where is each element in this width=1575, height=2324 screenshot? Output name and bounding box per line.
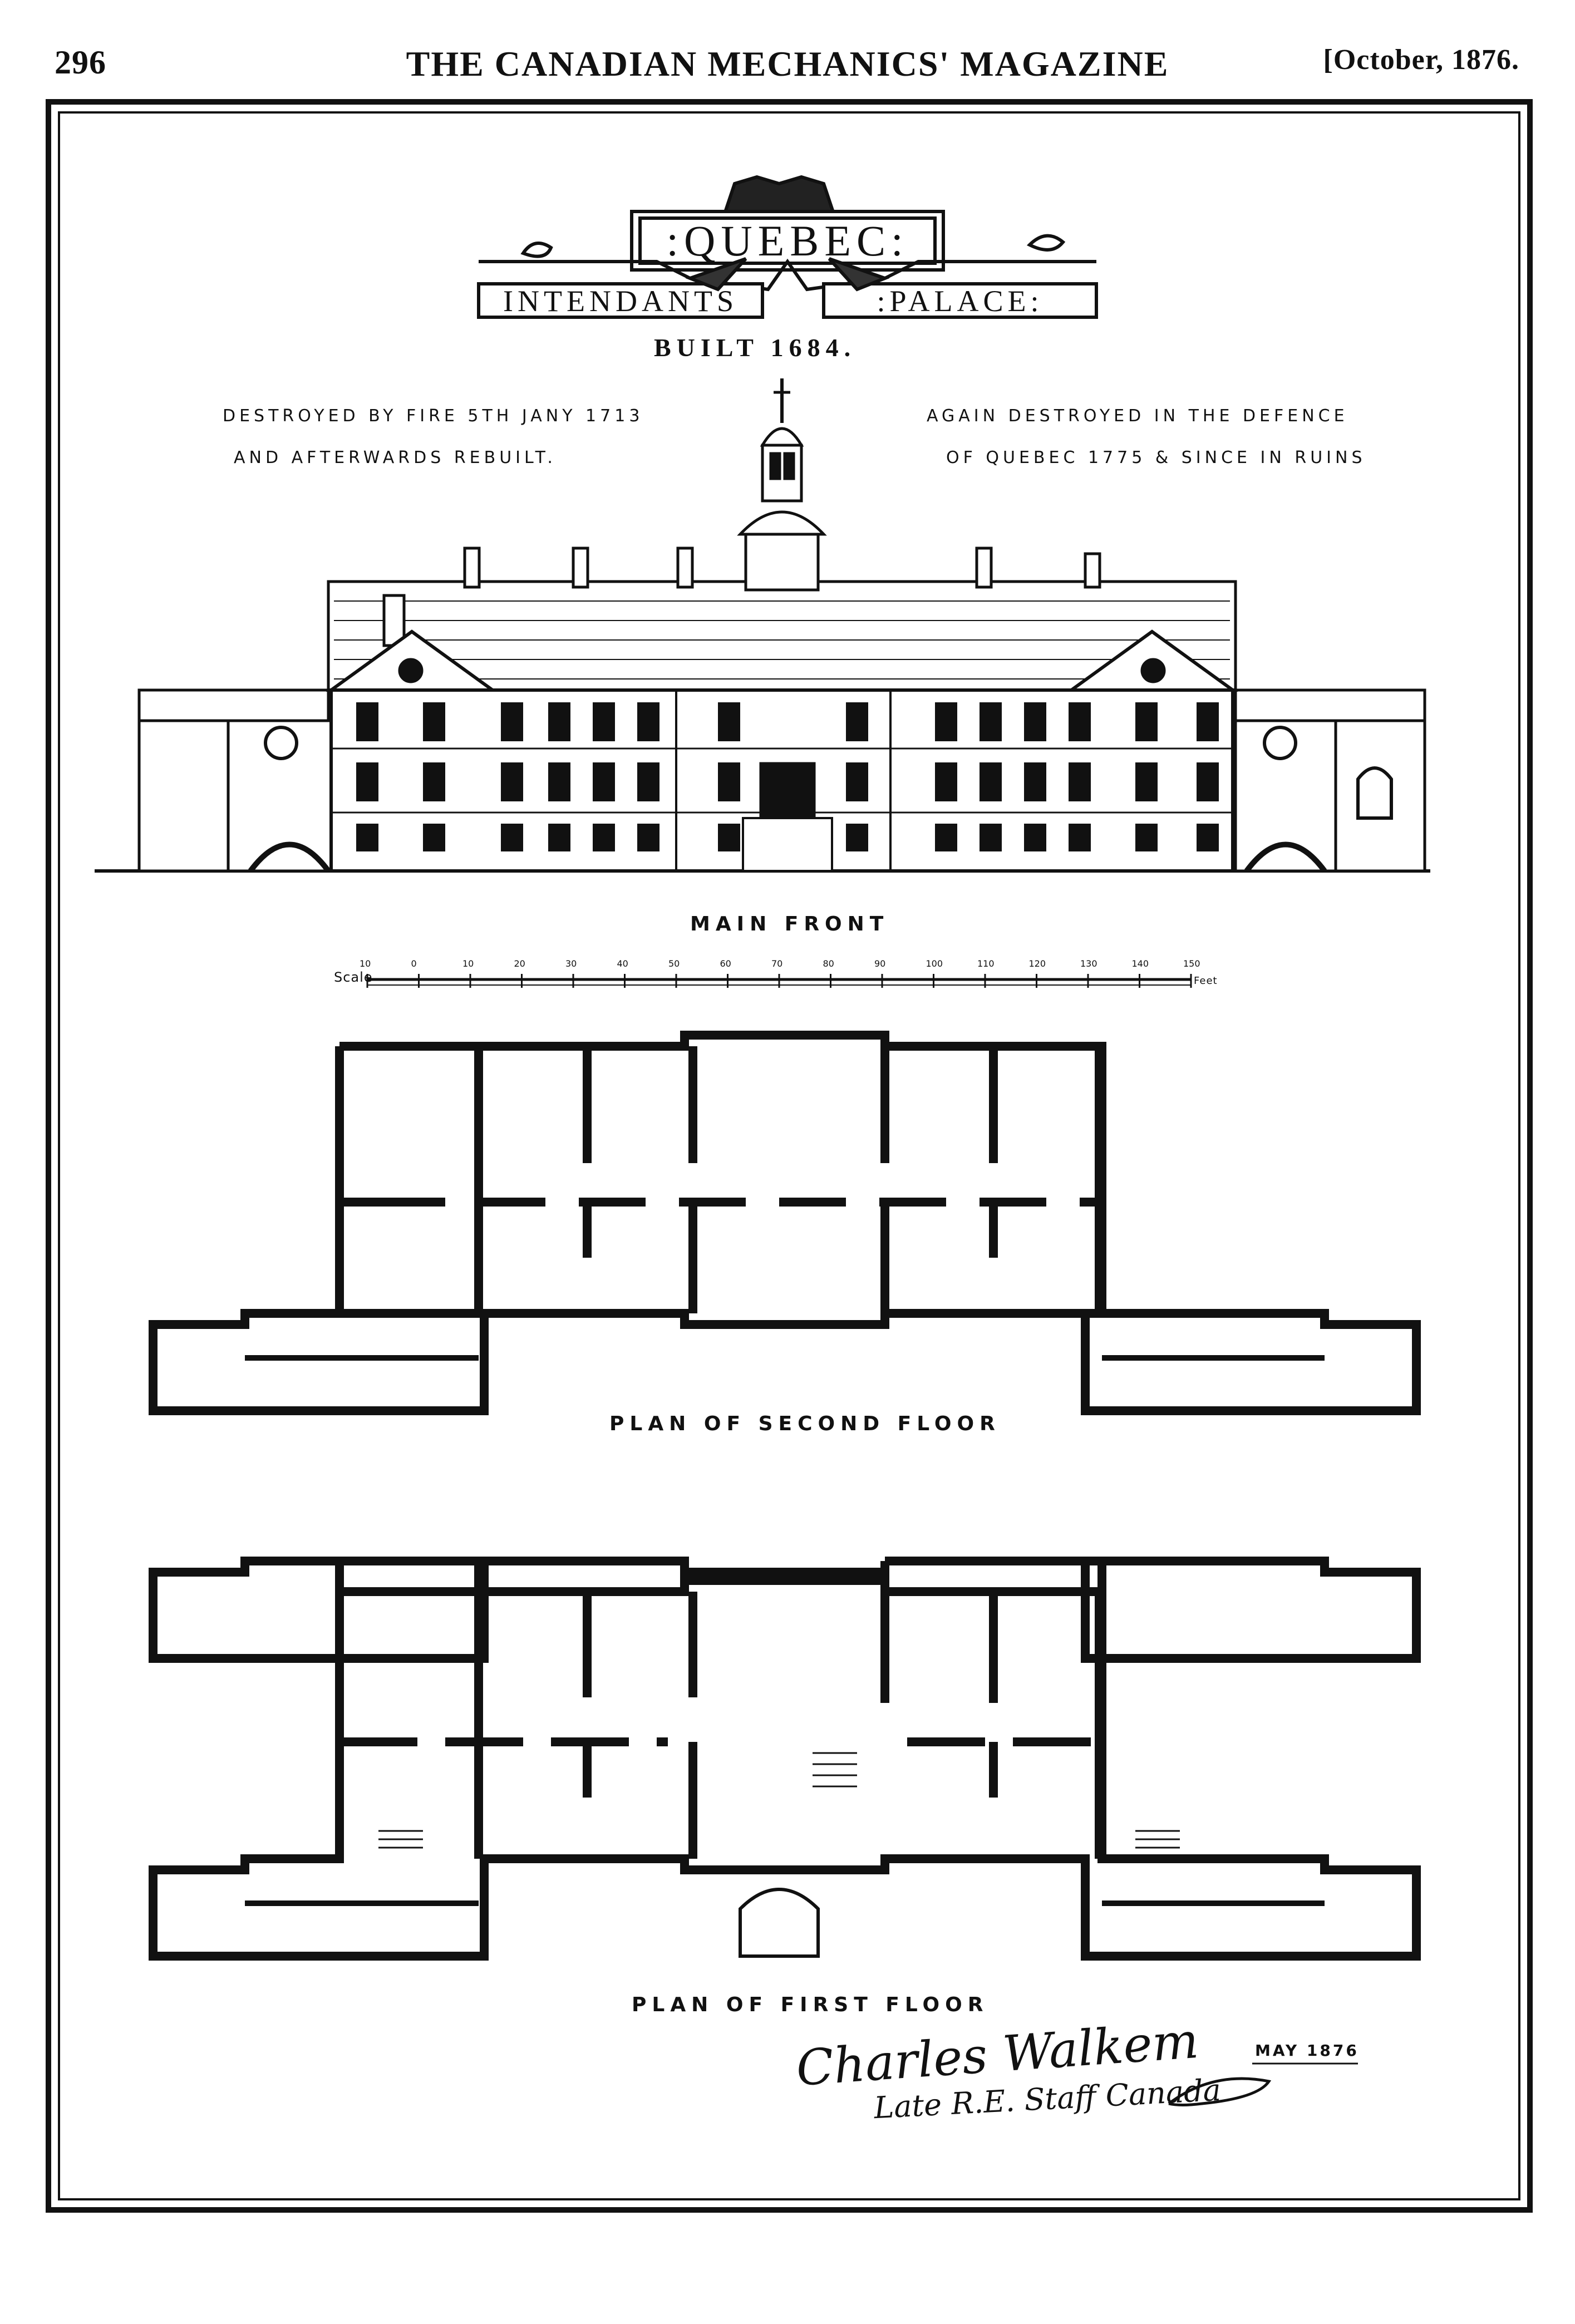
scale-tick-label: 20: [514, 958, 525, 969]
scale-tick-label: 110: [977, 958, 995, 969]
scale-tick-label: 50: [668, 958, 680, 969]
elevation-window: [356, 702, 378, 741]
elevation-window: [593, 702, 615, 741]
scale-tick-label: 80: [823, 958, 834, 969]
elevation-window: [846, 702, 868, 741]
elevation-window: [501, 702, 523, 741]
elevation-window: [1197, 824, 1219, 851]
elevation-window: [501, 762, 523, 801]
built-date: BUILT 1684.: [654, 333, 857, 362]
caption-main-front: MAIN FRONT: [690, 913, 889, 935]
elevation-window: [356, 762, 378, 801]
elevation-window: [423, 762, 445, 801]
plate-frame-outer: [46, 99, 1533, 2213]
elevation-window: [1069, 762, 1091, 801]
second-floor-plan: [149, 1031, 1421, 1415]
elevation-window: [980, 702, 1002, 741]
page-number: 296: [55, 44, 106, 81]
scale-tick-label: 10: [462, 958, 474, 969]
scale-bar: [366, 974, 1192, 988]
elevation-window: [1024, 702, 1046, 741]
elevation-window: [846, 762, 868, 801]
elevation-window: [548, 702, 570, 741]
elevation-window: [980, 824, 1002, 851]
elevation-window: [1069, 824, 1091, 851]
elevation-window: [935, 762, 957, 801]
scale-tick-label: 60: [720, 958, 731, 969]
caption-first-floor: PLAN OF FIRST FLOOR: [632, 1993, 989, 2016]
elevation-window: [718, 702, 740, 741]
scale-label: Scale: [334, 969, 373, 985]
elevation-window: [356, 824, 378, 851]
scale-tick-label: 130: [1080, 958, 1097, 969]
elevation-window: [1069, 702, 1091, 741]
elevation-window: [548, 824, 570, 851]
elevation-window: [593, 824, 615, 851]
note-left-2: AND AFTERWARDS REBUILT.: [234, 448, 557, 467]
banner-palace: :PALACE:: [877, 284, 1044, 318]
elevation-window: [1197, 762, 1219, 801]
scale-tick-label: 70: [771, 958, 783, 969]
scale-unit: Feet: [1194, 975, 1218, 987]
issue-date: [October, 1876.: [1323, 44, 1519, 76]
elevation-window: [423, 702, 445, 741]
scale-tick-label: 150: [1183, 958, 1200, 969]
first-floor-plan: [149, 1557, 1421, 1697]
elevation-window: [637, 824, 659, 851]
scale-tick-label: 30: [565, 958, 577, 969]
scale-tick-label: 90: [874, 958, 886, 969]
elevation-window: [501, 824, 523, 851]
scale-tick-label: 10: [360, 958, 371, 969]
elevation-window: [718, 762, 740, 801]
note-right-2: OF QUEBEC 1775 & SINCE IN RUINS: [946, 448, 1366, 467]
elevation-window: [548, 762, 570, 801]
elevation-window: [935, 702, 957, 741]
elevation-window: [593, 762, 615, 801]
scale-tick-label: 140: [1131, 958, 1149, 969]
elevation-window: [637, 762, 659, 801]
caption-second-floor: PLAN OF SECOND FLOOR: [609, 1412, 1001, 1435]
elevation-window: [980, 762, 1002, 801]
elevation-window: [718, 824, 740, 851]
plate-frame-inner: [58, 111, 1520, 2200]
elevation-window: [423, 824, 445, 851]
scale-tick-label: 0: [411, 958, 417, 969]
scale-tick-label: 120: [1028, 958, 1046, 969]
note-right-1: AGAIN DESTROYED IN THE DEFENCE: [927, 406, 1348, 426]
banner-intendants: INTENDANTS: [503, 284, 738, 318]
elevation-window: [1135, 702, 1158, 741]
scale-tick-label: 100: [926, 958, 943, 969]
elevation-window: [1024, 762, 1046, 801]
note-left-1: DESTROYED BY FIRE 5TH JANY 1713: [223, 406, 644, 426]
first-floor-plan-walls: [149, 1592, 1421, 1961]
elevation-window: [637, 702, 659, 741]
elevation-window: [846, 824, 868, 851]
magazine-title: THE CANADIAN MECHANICS' MAGAZINE: [406, 44, 1169, 83]
elevation-window: [935, 824, 957, 851]
elevation-window: [1135, 824, 1158, 851]
main-front-elevation: [95, 378, 1430, 873]
elevation-window: [1135, 762, 1158, 801]
elevation-window: [1024, 824, 1046, 851]
scale-tick-label: 40: [617, 958, 628, 969]
banner-quebec: :QUEBEC:: [666, 216, 909, 265]
title-cartouche: [477, 175, 1098, 319]
elevation-window: [1197, 702, 1219, 741]
signature-flourish: [1168, 2077, 1272, 2106]
date-note: MAY 1876: [1255, 2041, 1359, 2060]
